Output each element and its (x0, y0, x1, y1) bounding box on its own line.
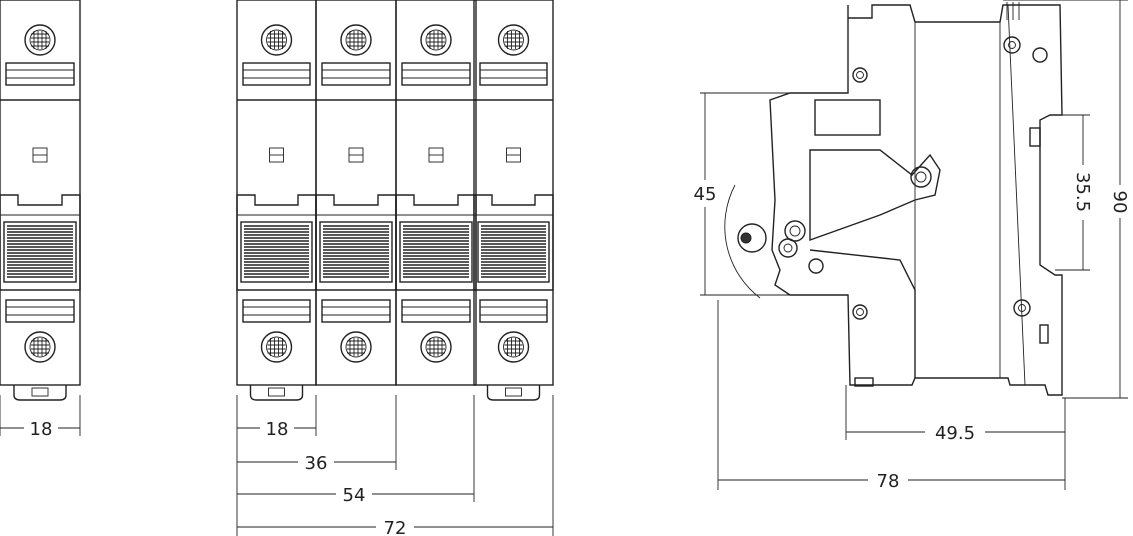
dim-54: 54 (343, 485, 366, 506)
dim-90: 90 (1109, 191, 1130, 214)
din-clip (13, 385, 67, 401)
breaker-pole (236, 0, 317, 401)
dimension-lines-side (700, 0, 1128, 490)
terminal-screw-icon (24, 331, 56, 363)
terminal-screw-icon (497, 24, 530, 56)
dim-36: 36 (305, 453, 328, 474)
terminal-screw-icon (420, 331, 452, 363)
dim-35-5: 35.5 (1072, 172, 1093, 212)
breaker-pole (473, 0, 554, 401)
terminal-screw-icon (340, 331, 372, 363)
terminal-screw-icon (260, 331, 293, 363)
dim-single-width: 18 (30, 419, 53, 440)
breaker-pole (395, 0, 477, 386)
terminal-screw-icon (260, 24, 293, 56)
breaker-pole (0, 0, 81, 401)
toggle-handle (3, 221, 77, 283)
toggle-handle (240, 221, 313, 283)
terminal-screw-icon (340, 24, 372, 56)
four-pole-front-view (236, 0, 554, 401)
dim-78: 78 (877, 471, 900, 492)
terminal-screw-icon (24, 24, 56, 56)
side-view (724, 2, 1063, 396)
dim-49-5: 49.5 (935, 423, 975, 444)
terminal-screw-icon (420, 24, 452, 56)
terminal-screw-icon (497, 331, 530, 363)
toggle-handle (399, 221, 473, 283)
toggle-handle (477, 221, 550, 283)
single-pole-front-view (0, 0, 81, 401)
din-clip (486, 385, 541, 401)
toggle-handle (319, 221, 393, 283)
dim-18: 18 (266, 419, 289, 440)
din-clip (249, 385, 304, 401)
dim-72: 72 (384, 518, 407, 536)
breaker-pole (315, 0, 397, 386)
dimension-lines-front (0, 395, 554, 536)
dim-45: 45 (694, 184, 717, 205)
